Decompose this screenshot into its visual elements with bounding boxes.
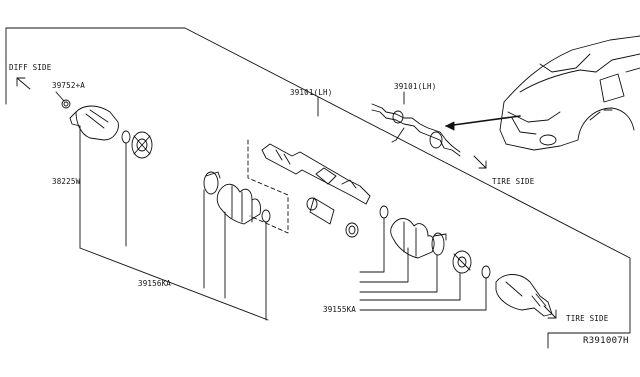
part-39155KA-label: 39155KA xyxy=(323,305,356,314)
outer-housing-part xyxy=(495,274,553,317)
drive-shaft-part xyxy=(261,143,371,205)
clip-ring-part xyxy=(481,265,491,279)
outer-joint-part xyxy=(452,250,472,274)
dashed-bracket xyxy=(247,139,289,234)
tire-side-label: TIRE SIDE xyxy=(492,177,535,186)
part-39101-label: 39101(LH) xyxy=(290,88,332,97)
vehicle-front-quarter-icon xyxy=(499,35,640,151)
inset-part-39101-label: 39101(LH) xyxy=(394,82,436,91)
tire-side-top-callout: TIRE SIDE xyxy=(473,155,535,186)
boot-clip-part xyxy=(379,205,389,219)
boot-clip-part xyxy=(261,209,271,223)
leader-line xyxy=(55,91,65,102)
boot-band-part xyxy=(203,171,221,195)
inset-axle-illustration: 39101(LH) xyxy=(371,82,461,157)
arrow-down-right-icon xyxy=(543,305,557,319)
arrow-down-right-icon xyxy=(473,155,487,169)
arrow-up-left-icon xyxy=(16,77,31,90)
diagram-frame xyxy=(5,27,631,349)
pointer-arrow xyxy=(445,115,521,127)
outer-boot-part xyxy=(390,218,435,259)
boot-band-part xyxy=(431,232,447,256)
part-39752-label: 39752+A xyxy=(52,81,85,90)
outer-boot-assembly: 39155KA xyxy=(323,205,553,317)
part-38225W-label: 38225W xyxy=(52,177,81,186)
inner-housing-part xyxy=(69,105,119,141)
inner-boot-part xyxy=(216,183,261,225)
diff-side-label: DIFF SIDE xyxy=(9,63,52,72)
tire-side-label: TIRE SIDE xyxy=(566,314,609,323)
inner-boot-assembly: 39156KA xyxy=(79,139,289,321)
snap-ring-part xyxy=(61,99,71,109)
inner-joint-assembly: 39752+A 38225W xyxy=(52,81,153,249)
diff-side-callout: DIFF SIDE xyxy=(9,63,52,90)
damper-part xyxy=(306,197,359,238)
tire-side-bottom-callout: TIRE SIDE xyxy=(543,305,609,323)
diagram-reference-code: R391007H xyxy=(583,336,629,346)
clip-ring-part xyxy=(121,130,131,144)
leader-line xyxy=(79,247,269,321)
spider-assembly-part xyxy=(131,131,153,159)
part-39156KA-label: 39156KA xyxy=(138,279,171,288)
